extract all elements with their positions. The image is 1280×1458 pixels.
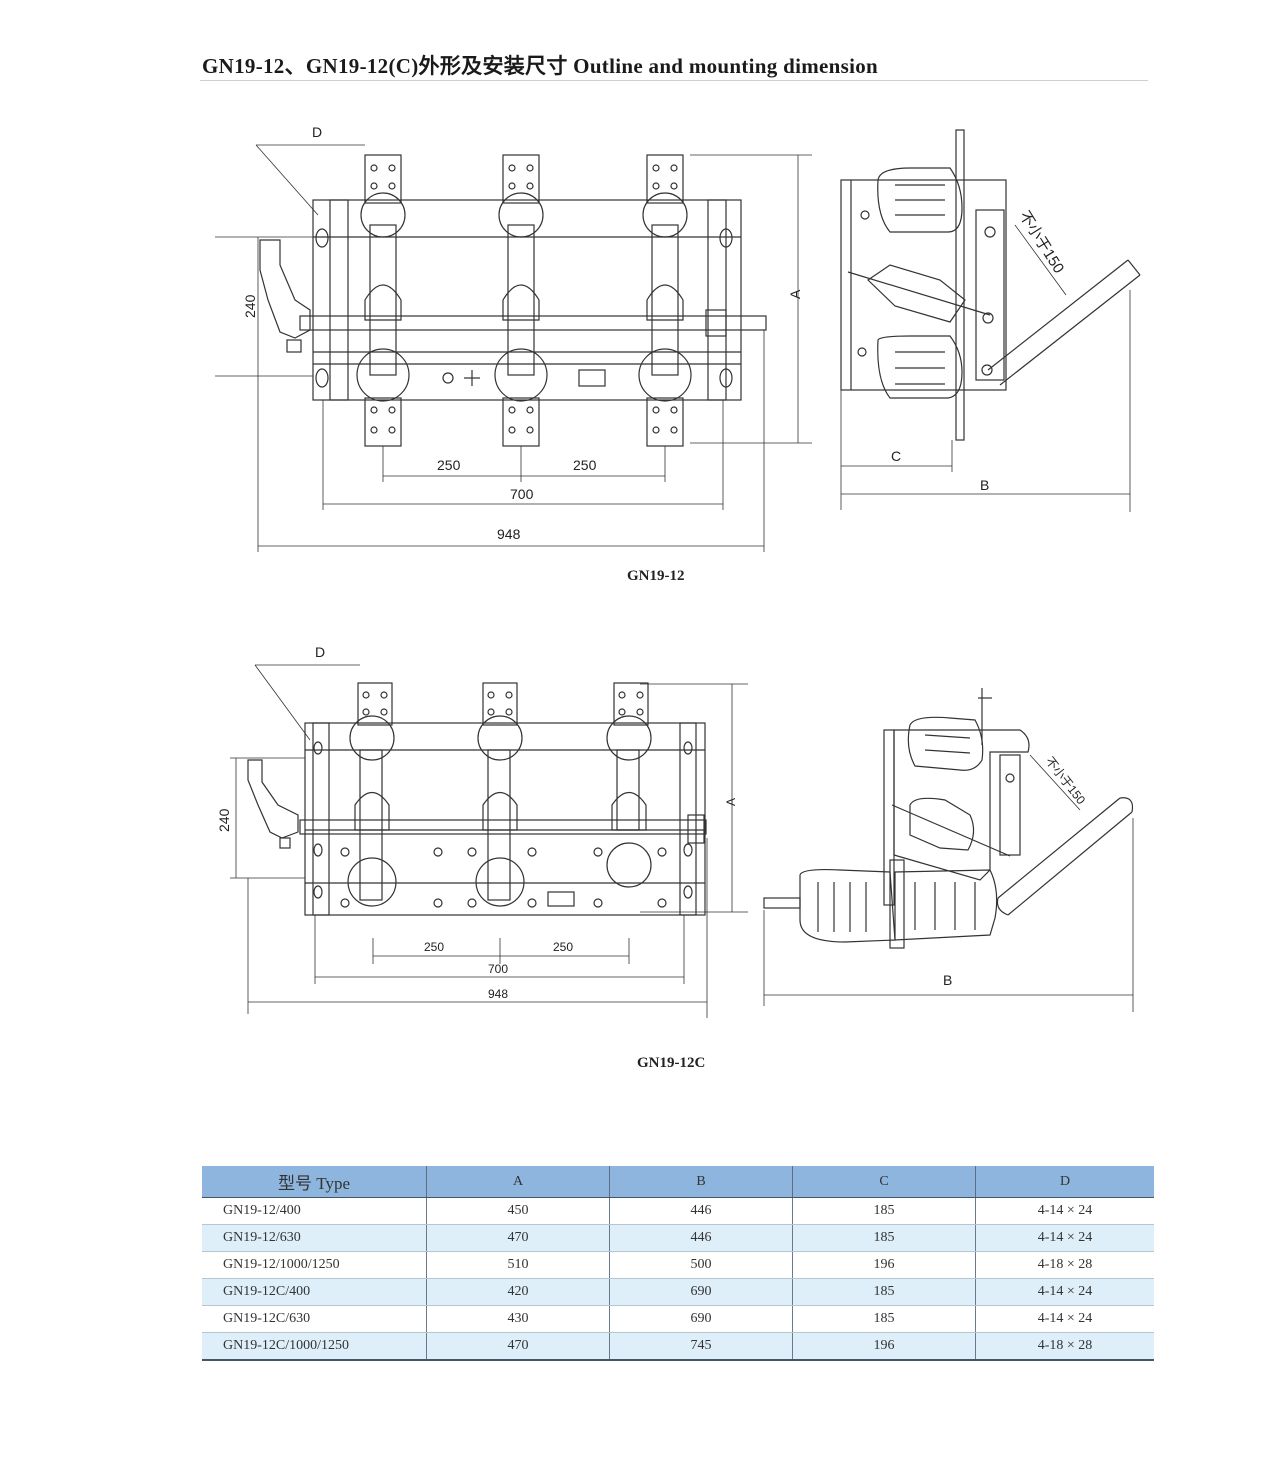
cell-a: 510 <box>426 1251 610 1279</box>
table-row: GN19-12C/400 420 690 185 4-14 × 24 <box>202 1278 1154 1306</box>
drawing-gn19-12c: D 240 250 250 700 948 A <box>216 644 1134 1018</box>
header-a: A <box>426 1166 610 1198</box>
cell-c: 185 <box>792 1224 976 1252</box>
label-700: 700 <box>510 486 534 502</box>
label-948-c: 948 <box>488 987 508 1001</box>
phase-c-2 <box>475 682 525 907</box>
cell-d: 4-14 × 24 <box>975 1305 1154 1333</box>
label-948: 948 <box>497 526 521 542</box>
cell-c: 185 <box>792 1305 976 1333</box>
cell-d: 4-14 × 24 <box>975 1197 1154 1225</box>
table-header-row: 型号 Type A B C D <box>202 1166 1154 1198</box>
header-d: D <box>975 1166 1154 1198</box>
cell-b: 745 <box>609 1332 793 1361</box>
caption-gn19-12c: GN19-12C <box>637 1055 706 1071</box>
label-c: C <box>891 448 901 464</box>
phase-c-3 <box>606 682 652 888</box>
phase-1 <box>356 154 410 447</box>
dimension-table: 型号 Type A B C D GN19-12/400 450 446 185 … <box>202 1166 1154 1361</box>
cell-d: 4-14 × 24 <box>975 1278 1154 1306</box>
label-d-c: D <box>315 644 325 660</box>
label-d: D <box>312 124 322 140</box>
label-240: 240 <box>242 294 258 318</box>
cell-type: GN19-12C/630 <box>202 1305 427 1333</box>
cell-d: 4-18 × 28 <box>975 1251 1154 1279</box>
cell-a: 470 <box>426 1224 610 1252</box>
front-view-c <box>247 682 707 916</box>
cell-c: 185 <box>792 1278 976 1306</box>
label-250-right-c: 250 <box>553 940 573 954</box>
cell-a: 420 <box>426 1278 610 1306</box>
header-b: B <box>609 1166 793 1198</box>
table-row: GN19-12C/1000/1250 470 745 196 4-18 × 28 <box>202 1332 1154 1361</box>
header-c: C <box>792 1166 976 1198</box>
title-rule <box>200 80 1148 81</box>
label-700-c: 700 <box>488 962 508 976</box>
label-a-c: A <box>724 798 738 806</box>
table-row: GN19-12/630 470 446 185 4-14 × 24 <box>202 1224 1154 1252</box>
front-view <box>259 154 767 447</box>
side-dimensions <box>840 224 1131 512</box>
cell-d: 4-18 × 28 <box>975 1332 1154 1361</box>
cell-type: GN19-12/1000/1250 <box>202 1251 427 1279</box>
cell-c: 196 <box>792 1332 976 1361</box>
cell-a: 450 <box>426 1197 610 1225</box>
drawing-gn19-12: D 240 250 250 700 948 A 不小于150 <box>215 124 1141 552</box>
cell-type: GN19-12C/1000/1250 <box>202 1332 427 1361</box>
cell-c: 185 <box>792 1197 976 1225</box>
table-row: GN19-12/1000/1250 510 500 196 4-18 × 28 <box>202 1251 1154 1279</box>
table-row: GN19-12/400 450 446 185 4-14 × 24 <box>202 1197 1154 1225</box>
phase-2 <box>494 154 548 447</box>
cell-a: 430 <box>426 1305 610 1333</box>
label-250-left-c: 250 <box>424 940 444 954</box>
cell-type: GN19-12C/400 <box>202 1278 427 1306</box>
label-b-c: B <box>943 972 952 988</box>
label-250-left: 250 <box>437 457 461 473</box>
page-title: GN19-12、GN19-12(C)外形及安装尺寸 Outline and mo… <box>202 54 879 78</box>
label-clearance-c: 不小于150 <box>1043 754 1089 807</box>
front-dimensions-c <box>230 664 748 1018</box>
caption-gn19-12: GN19-12 <box>627 568 685 584</box>
label-250-right: 250 <box>573 457 597 473</box>
cell-b: 446 <box>609 1224 793 1252</box>
cell-c: 196 <box>792 1251 976 1279</box>
header-type: 型号 Type <box>202 1166 427 1198</box>
label-240-c: 240 <box>216 808 232 832</box>
cell-type: GN19-12/400 <box>202 1197 427 1225</box>
side-view-c <box>763 688 1134 949</box>
front-dimensions <box>215 144 812 552</box>
label-a: A <box>787 289 803 299</box>
cell-a: 470 <box>426 1332 610 1361</box>
table-row: GN19-12C/630 430 690 185 4-14 × 24 <box>202 1305 1154 1333</box>
cell-b: 446 <box>609 1197 793 1225</box>
label-b: B <box>980 477 989 493</box>
label-clearance: 不小于150 <box>1016 208 1068 276</box>
cell-b: 690 <box>609 1305 793 1333</box>
cell-b: 500 <box>609 1251 793 1279</box>
phase-c-1 <box>347 682 397 907</box>
side-dimensions-c <box>763 754 1134 1012</box>
phase-3 <box>638 154 692 447</box>
cell-type: GN19-12/630 <box>202 1224 427 1252</box>
cell-d: 4-14 × 24 <box>975 1224 1154 1252</box>
side-view <box>840 129 1141 441</box>
cell-b: 690 <box>609 1278 793 1306</box>
